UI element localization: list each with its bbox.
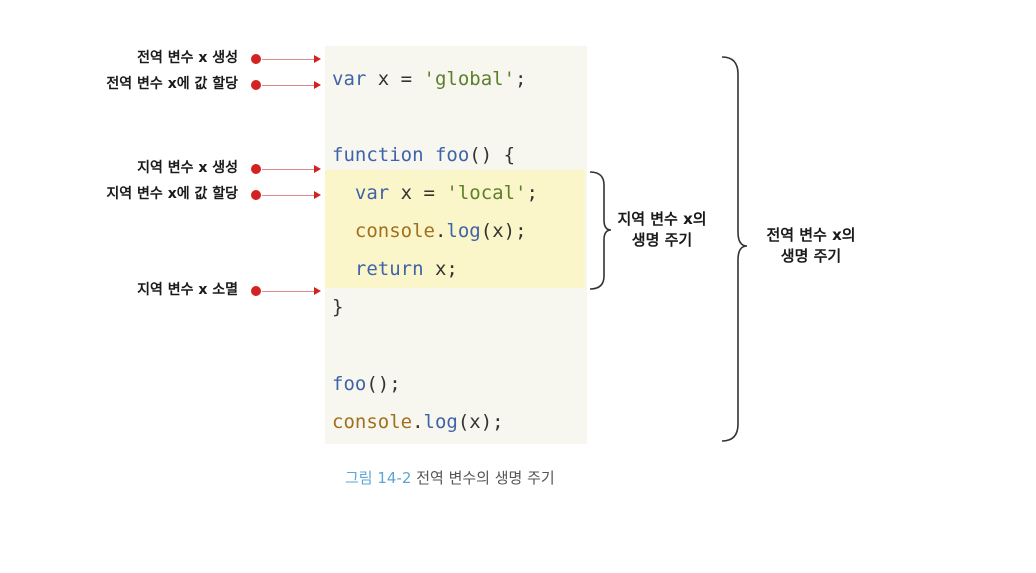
code-line: var x = 'local'; — [332, 181, 538, 205]
code-token: function — [332, 144, 424, 166]
local-lifecycle-label-line2: 생명 주기 — [631, 231, 693, 249]
code-token: x; — [423, 258, 458, 280]
code-line: return x; — [332, 257, 458, 281]
code-token: ; — [515, 68, 527, 90]
code-line: var x = 'global'; — [332, 67, 527, 91]
code-token: foo — [332, 373, 367, 395]
code-token: foo — [434, 144, 470, 166]
code-token: (x); — [457, 411, 504, 433]
code-token: . — [412, 411, 424, 433]
arrow-head-icon — [314, 81, 321, 89]
code-token: (); — [366, 373, 401, 395]
code-token: var — [332, 68, 367, 90]
code-token: () { — [469, 144, 516, 166]
code-token: log — [446, 220, 481, 242]
global-lifecycle-label: 전역 변수 x의 생명 주기 — [752, 225, 870, 267]
arrow-line — [262, 169, 314, 170]
global-lifecycle-brace — [721, 56, 748, 442]
code-line: console.log(x); — [332, 219, 527, 243]
global-lifecycle-label-line1: 전역 변수 x의 — [766, 226, 856, 244]
arrow-line — [262, 85, 314, 86]
marker-dot — [251, 54, 261, 64]
annotation-global-create: 전역 변수 x 생성 — [137, 50, 238, 66]
local-lifecycle-brace — [589, 171, 612, 290]
annotation-local-assign: 지역 변수 x에 값 할당 — [106, 186, 238, 202]
arrow-line — [262, 59, 314, 60]
code-token: (x); — [480, 220, 527, 242]
marker-dot — [251, 80, 261, 90]
arrow-line — [262, 195, 314, 196]
local-scope-highlight — [325, 170, 585, 288]
code-token: } — [332, 296, 344, 318]
global-lifecycle-label-line2: 생명 주기 — [780, 247, 842, 265]
code-line: } — [332, 295, 343, 319]
marker-dot — [251, 286, 261, 296]
code-token: return — [354, 258, 424, 280]
code-token: 'global' — [423, 68, 516, 90]
figure-caption: 그림 14-2 전역 변수의 생명 주기 — [345, 467, 555, 489]
arrow-line — [262, 291, 314, 292]
figure-number: 그림 14-2 — [345, 469, 412, 487]
marker-dot — [251, 190, 261, 200]
local-lifecycle-label-line1: 지역 변수 x의 — [617, 210, 707, 228]
code-token: x = — [389, 182, 447, 204]
code-token: . — [434, 220, 447, 242]
code-token: var — [354, 182, 390, 204]
code-line: console.log(x); — [332, 410, 504, 434]
annotation-global-assign: 전역 변수 x에 값 할당 — [106, 76, 238, 92]
arrow-head-icon — [314, 55, 321, 63]
marker-dot — [251, 164, 261, 174]
annotation-local-create: 지역 변수 x 생성 — [137, 160, 238, 176]
code-line: foo(); — [332, 372, 401, 396]
figure-caption-text: 전역 변수의 생명 주기 — [416, 469, 555, 487]
annotation-local-destroy: 지역 변수 x 소멸 — [137, 282, 238, 298]
code-line: function foo() { — [332, 143, 515, 167]
arrow-head-icon — [314, 191, 321, 199]
arrow-head-icon — [314, 287, 321, 295]
code-token: 'local' — [446, 182, 527, 204]
code-token: log — [423, 411, 458, 433]
code-token: console — [332, 411, 413, 433]
code-token: ; — [526, 182, 538, 204]
code-token: console — [354, 220, 435, 242]
arrow-head-icon — [314, 165, 321, 173]
local-lifecycle-label: 지역 변수 x의 생명 주기 — [612, 209, 712, 251]
code-token: x = — [366, 68, 424, 90]
